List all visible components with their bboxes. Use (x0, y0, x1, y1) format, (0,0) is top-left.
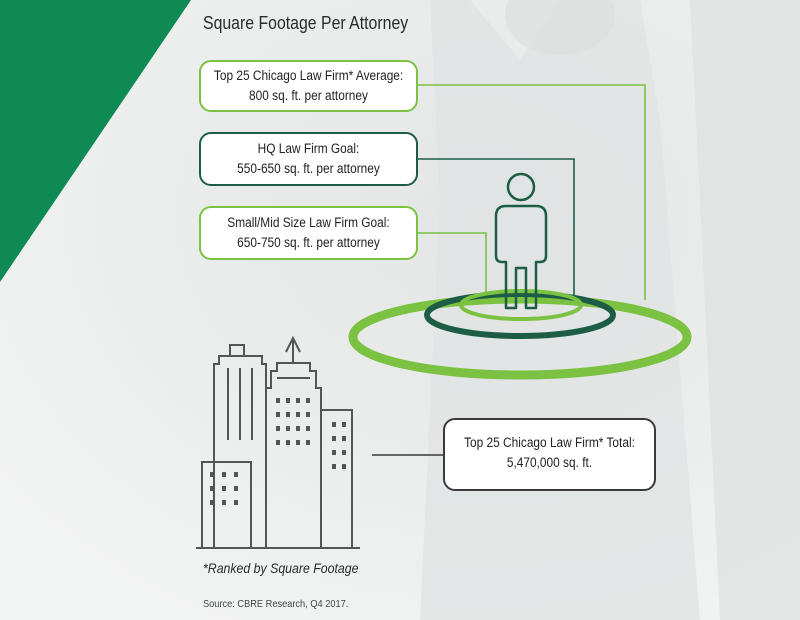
hq-goal-label: HQ Law Firm Goal: (257, 141, 360, 156)
small-mid-goal-value: 650-750 sq. ft. per attorney (237, 235, 380, 250)
footnote: *Ranked by Square Footage (203, 560, 359, 576)
hq-goal-value: 550-650 sq. ft. per attorney (237, 161, 380, 176)
hq-goal-box: HQ Law Firm Goal: 550-650 sq. ft. per at… (199, 132, 418, 186)
corner-wedge (0, 0, 191, 282)
connector-hq (418, 158, 575, 300)
small-mid-goal-box: Small/Mid Size Law Firm Goal: 650-750 sq… (199, 206, 418, 260)
middle-ring (424, 291, 616, 339)
source-note: Source: CBRE Research, Q4 2017. (203, 598, 349, 610)
small-mid-goal-label: Small/Mid Size Law Firm Goal: (227, 215, 390, 230)
building-windows (210, 398, 346, 505)
connector-small (418, 232, 487, 300)
total-box: Top 25 Chicago Law Firm* Total: 5,470,00… (443, 418, 656, 491)
chart-title: Square Footage Per Attorney (203, 13, 409, 33)
total-label: Top 25 Chicago Law Firm* Total: (464, 435, 635, 450)
person-icon (494, 172, 548, 310)
buildings-icon (196, 335, 360, 549)
average-label: Top 25 Chicago Law Firm* Average: (213, 68, 404, 83)
outer-ring (348, 294, 692, 380)
average-box: Top 25 Chicago Law Firm* Average: 800 sq… (199, 60, 418, 112)
inner-ring (459, 289, 583, 321)
average-value: 800 sq. ft. per attorney (249, 88, 368, 103)
connector-average (418, 84, 646, 300)
total-value: 5,470,000 sq. ft. (506, 455, 593, 470)
